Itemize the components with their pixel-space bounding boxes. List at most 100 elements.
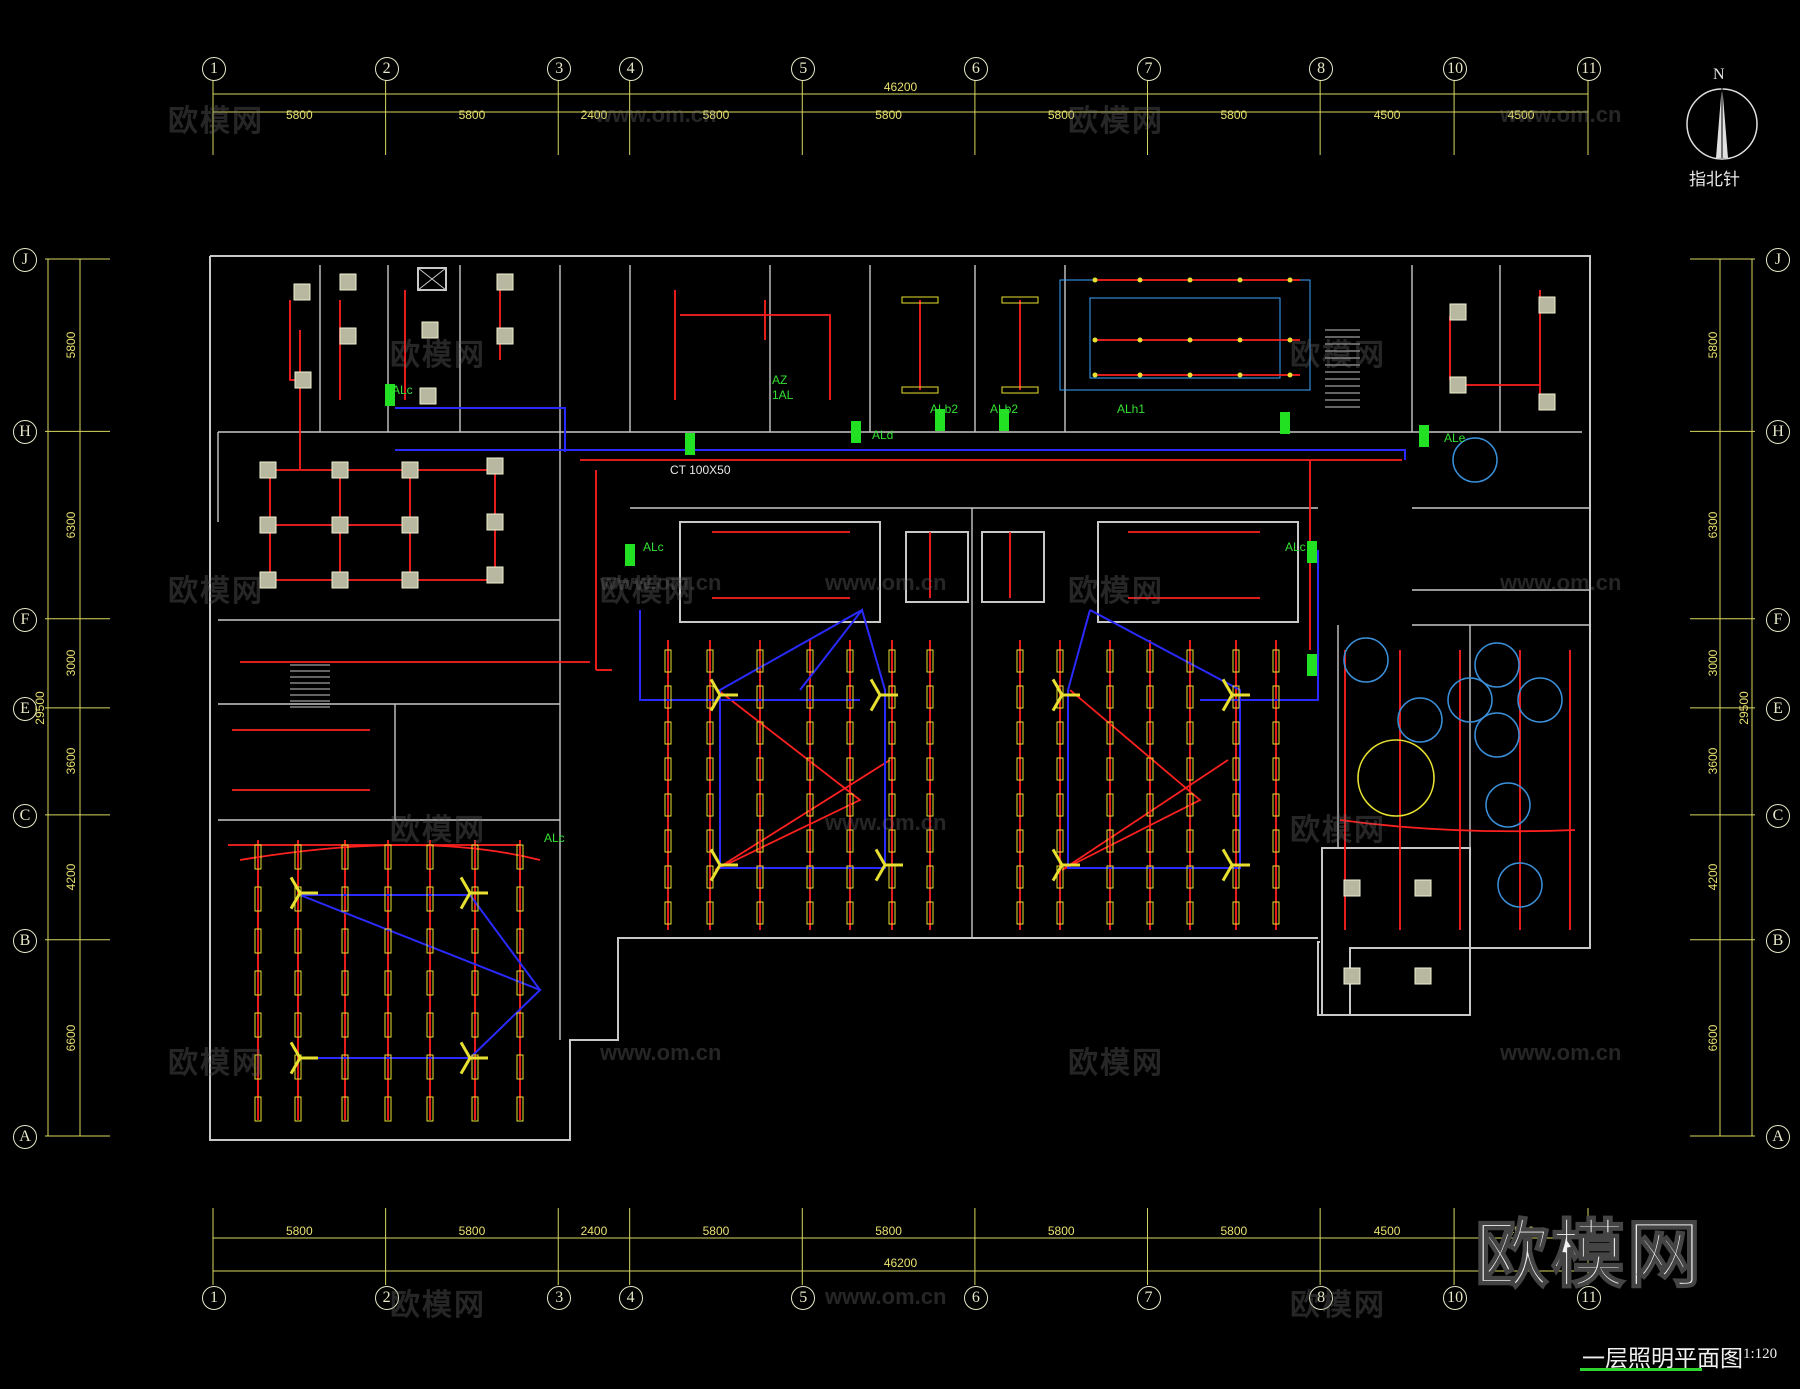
watermark-text: 欧模网 (1068, 1047, 1164, 1080)
round-pendant-light (1474, 642, 1520, 688)
overall-height-left: 29500 (33, 691, 47, 725)
ceiling-light-fixture (496, 327, 514, 345)
ceiling-light-fixture (339, 273, 357, 291)
ceiling-fan-icon (709, 848, 738, 882)
round-pendant-light (1485, 782, 1531, 828)
linear-light-fixture (471, 1054, 479, 1080)
row-axis-tag-left: A (13, 1125, 37, 1149)
linear-light-fixture (471, 844, 479, 870)
linear-light-fixture (426, 1054, 434, 1080)
ceiling-light-fixture (331, 571, 349, 589)
linear-light-fixture (1056, 757, 1064, 781)
linear-light-fixture (341, 970, 349, 996)
column-spacing-top: 2400 (580, 108, 608, 122)
linear-light-fixture (1016, 649, 1024, 673)
panel-label: ALc (544, 831, 565, 845)
linear-light-fixture (756, 793, 764, 817)
column-axis-tag-bottom: 10 (1443, 1286, 1468, 1310)
ceiling-fan-icon (1221, 678, 1250, 712)
linear-light-fixture (1272, 757, 1280, 781)
row-spacing-left: 3600 (64, 748, 78, 775)
linear-light-fixture (756, 901, 764, 925)
drawing-scale: 1:120 (1743, 1346, 1778, 1362)
round-pendant-light (1447, 677, 1493, 723)
distribution-panel-icon (851, 421, 861, 443)
light-fixtures (254, 273, 1563, 1122)
ceiling-light-fixture (331, 461, 349, 479)
linear-light-fixture (516, 928, 524, 954)
dimension-lines (47, 93, 1753, 1272)
row-axis-tag-right: C (1766, 803, 1790, 828)
linear-light-fixture (1186, 865, 1194, 889)
linear-light-fixture (426, 1096, 434, 1122)
watermark-url: www.om.cn (1500, 102, 1622, 127)
linear-light-fixture (1056, 901, 1064, 925)
row-spacing-left: 3000 (64, 649, 78, 677)
linear-light-fixture (471, 928, 479, 954)
column-spacing-top: 5800 (875, 108, 902, 122)
row-spacing-right: 6600 (1706, 1024, 1720, 1052)
fan-blade (289, 876, 302, 894)
linear-light-fixture (1016, 757, 1024, 781)
linear-light-fixture (806, 829, 814, 853)
linear-light-fixture (1016, 829, 1024, 853)
linear-light-fixture (888, 649, 896, 673)
column-axis-tag-bottom: 4 (618, 1286, 643, 1310)
linear-light-fixture (846, 757, 854, 781)
linear-light-fixture (664, 649, 672, 673)
linear-light-fixture (1272, 901, 1280, 925)
distribution-panel-icon (1419, 425, 1429, 447)
linear-light-fixture (1056, 685, 1064, 709)
linear-light-fixture (888, 793, 896, 817)
linear-light-fixture (926, 649, 934, 673)
distribution-panel-icon (1280, 412, 1290, 434)
round-pendant-light (1474, 712, 1520, 758)
fan-blade (874, 864, 887, 882)
linear-light-fixture (1146, 721, 1154, 745)
linear-light-fixture (888, 685, 896, 709)
linear-light-fixture (706, 649, 714, 673)
linear-light-fixture (1001, 296, 1039, 304)
linear-light-fixture (888, 865, 896, 889)
row-spacing-right: 6300 (1706, 511, 1720, 539)
panel-label: ALd (872, 428, 894, 442)
row-axis-tag-left: C (13, 803, 37, 828)
watermark-text: 欧模网 (168, 575, 264, 608)
linear-light-fixture (1186, 793, 1194, 817)
title-underline (1580, 1368, 1702, 1371)
watermark-text: 欧模网 (1068, 105, 1164, 138)
round-pendant-light (1397, 697, 1443, 743)
row-spacing-left: 5800 (64, 331, 78, 359)
linear-light-fixture (1106, 757, 1114, 781)
overall-width-bottom: 46200 (883, 1256, 918, 1270)
linear-light-fixture (1272, 793, 1280, 817)
column-axis-tag-bottom: 5 (791, 1286, 816, 1310)
linear-light-fixture (1001, 386, 1039, 394)
row-axis-tag-right: J (1766, 248, 1790, 272)
round-pendant-light (1452, 437, 1498, 483)
column-spacing-bottom: 4500 (1373, 1224, 1401, 1238)
small-room (981, 531, 1045, 603)
linear-light-fixture (1016, 721, 1024, 745)
fan-blade (1221, 694, 1234, 712)
linear-light-fixture (254, 844, 262, 870)
fan-blade (869, 678, 882, 696)
linear-light-fixture (294, 886, 302, 912)
linear-light-fixture (664, 829, 672, 853)
axis-grid (45, 80, 1755, 1285)
distribution-panel-icon (625, 544, 635, 566)
panel-label: AZ (772, 373, 788, 387)
linear-light-fixture (1186, 757, 1194, 781)
linear-light-fixture (1146, 829, 1154, 853)
watermark-url: www.om.cn (600, 1040, 722, 1065)
distribution-panel-icon (1307, 541, 1317, 563)
row-axis-tag-right: E (1766, 696, 1790, 721)
wiring-circuits (228, 279, 1576, 1120)
linear-light-fixture (1146, 757, 1154, 781)
watermark-url: www.om.cn (600, 570, 722, 595)
emergency-circuit (299, 894, 542, 1059)
column-spacing-bottom: 5800 (285, 1224, 313, 1238)
column-axis-tag-top: 4 (618, 57, 643, 81)
linear-light-fixture (926, 901, 934, 925)
column-axis-tag-top: 6 (963, 57, 988, 81)
